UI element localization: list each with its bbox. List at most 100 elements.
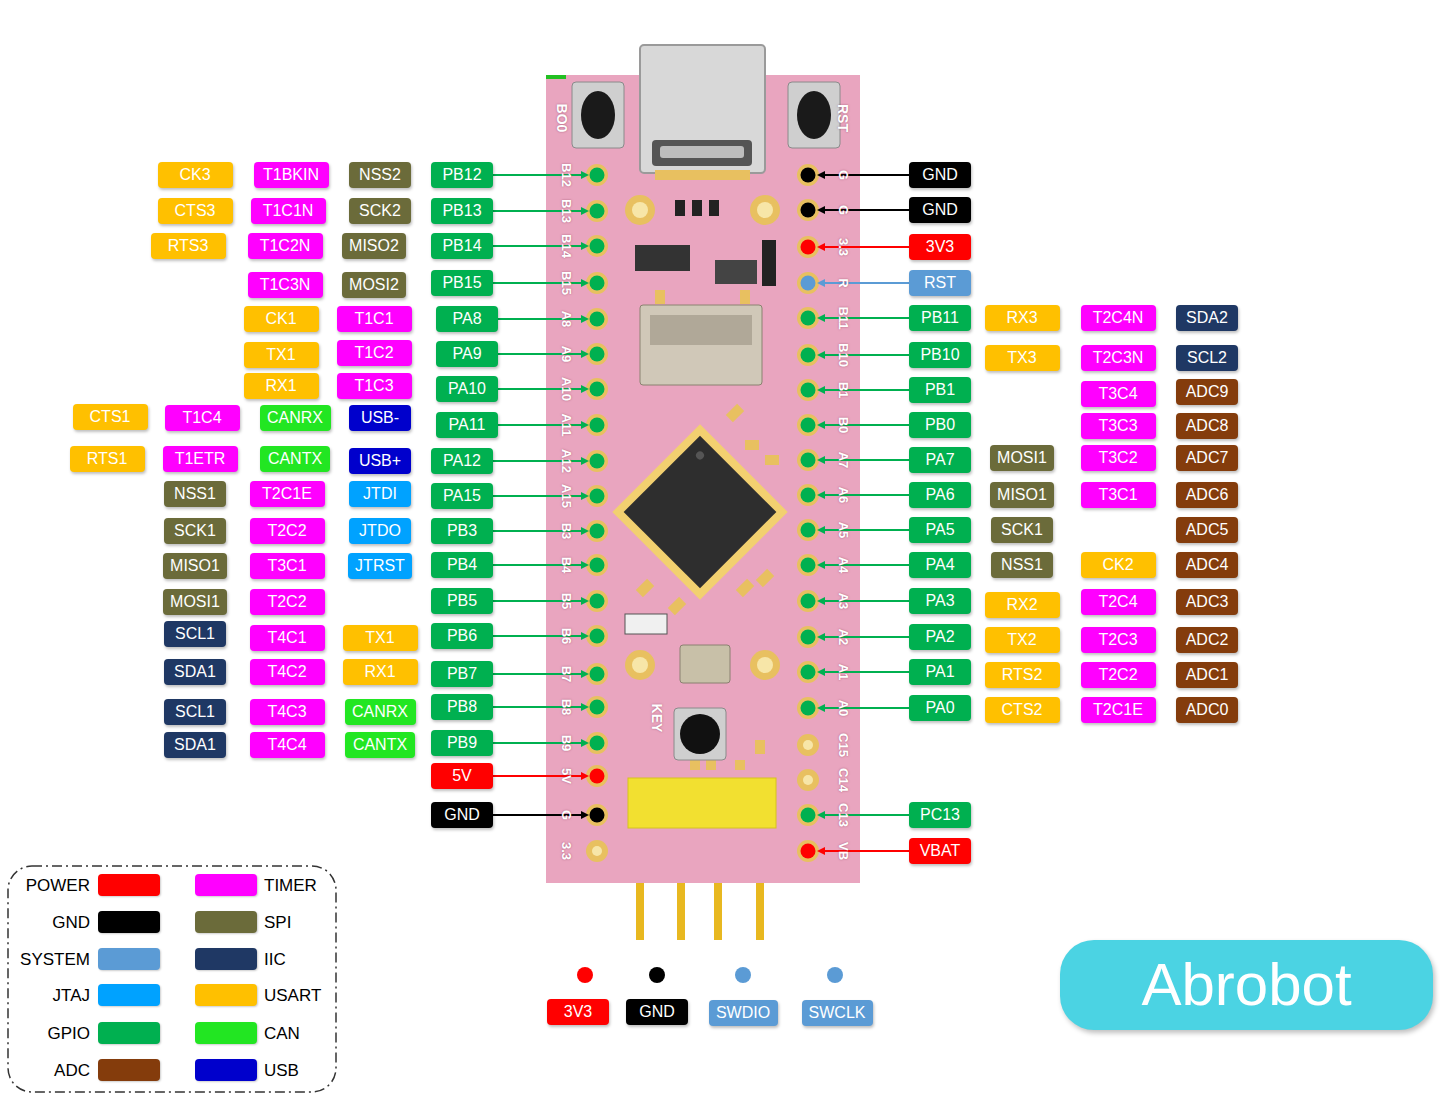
- pin-pad: [797, 379, 819, 401]
- pin-pad: [797, 484, 819, 506]
- function-tag: T2C3: [1081, 627, 1156, 653]
- function-tag: SCL1: [164, 699, 226, 725]
- mcu-chip: [612, 424, 787, 599]
- pin-label: T1C1N: [263, 203, 314, 219]
- pin-label: SWCLK: [809, 1005, 866, 1021]
- pin-label: NSS2: [359, 167, 401, 183]
- pin-label: PB7: [447, 666, 477, 682]
- silkscreen-label: A4: [837, 557, 850, 574]
- pin-dot: [590, 594, 605, 609]
- legend-text: IIC: [264, 951, 286, 968]
- function-tag: ADC8: [1176, 413, 1238, 439]
- pin-label: JTRST: [355, 558, 405, 574]
- pin-pad: [586, 804, 608, 826]
- legend-text: SYSTEM: [20, 951, 90, 968]
- silkscreen-label: C13: [837, 803, 850, 827]
- pin-name-box: PB3: [431, 518, 493, 544]
- pin-label: CTS2: [1002, 702, 1043, 718]
- pin-label: CK1: [265, 311, 296, 327]
- pin-label: TX1: [266, 347, 295, 363]
- function-tag: T1C3N: [248, 272, 323, 298]
- pin-label: MISO1: [170, 558, 220, 574]
- pin-dot: [590, 769, 605, 784]
- pin-pad: [797, 519, 819, 541]
- leader-line: [819, 389, 912, 391]
- pin-label: PA7: [925, 452, 954, 468]
- pin-name-box: PA11: [436, 412, 498, 438]
- silkscreen-label: A0: [837, 700, 850, 717]
- pin-label: CTS3: [175, 203, 216, 219]
- leader-line: [492, 530, 587, 532]
- pin-label: ADC0: [1186, 702, 1229, 718]
- pin-dot: [801, 348, 816, 363]
- function-tag: RTS3: [151, 233, 226, 259]
- function-tag: ADC9: [1176, 379, 1238, 405]
- function-tag: T3C4: [1081, 381, 1156, 407]
- function-tag: SDA1: [164, 732, 226, 758]
- function-tag: CANTX: [345, 732, 415, 758]
- leader-line: [819, 282, 912, 284]
- function-tag: ADC1: [1176, 662, 1238, 688]
- pin-dot: [590, 454, 605, 469]
- pin-pad: [586, 732, 608, 754]
- pin-label: NSS1: [1001, 557, 1043, 573]
- function-tag: RX1: [244, 373, 319, 399]
- function-tag: ADC5: [1176, 517, 1238, 543]
- legend-swatch: [98, 1022, 160, 1044]
- pin-name-box: PB5: [431, 588, 493, 614]
- function-tag: SCK1: [991, 517, 1053, 543]
- leader-line: [492, 635, 587, 637]
- legend-swatch: [98, 984, 160, 1006]
- pin-label: ADC3: [1186, 594, 1229, 610]
- function-tag: GND: [431, 802, 493, 828]
- pin-label: 5V: [452, 768, 472, 784]
- pin-label: PB3: [447, 523, 477, 539]
- function-tag: RTS2: [985, 662, 1060, 688]
- pin-dot: [590, 204, 605, 219]
- pin-dot: [590, 418, 605, 433]
- pin-label: MOSI1: [997, 450, 1047, 466]
- pin-label: T4C4: [267, 737, 306, 753]
- legend-swatch: [98, 1059, 160, 1081]
- function-tag: CTS3: [158, 198, 233, 224]
- pin-dot: [801, 523, 816, 538]
- pin-label: CANRX: [267, 410, 323, 426]
- pin-pad: [797, 344, 819, 366]
- pin-dot: [590, 808, 605, 823]
- function-tag: SCL1: [164, 621, 226, 647]
- leader-line: [819, 707, 912, 709]
- boot-button: [572, 82, 624, 148]
- pin-name-box: PB14: [431, 233, 493, 259]
- function-tag: T2C2: [1081, 662, 1156, 688]
- silkscreen-label: KEY: [650, 704, 664, 733]
- pin-name-box: PB8: [431, 694, 493, 720]
- pin-label: RX1: [265, 378, 296, 394]
- function-tag: JTDO: [349, 518, 411, 544]
- pin-label: SDA1: [174, 737, 216, 753]
- pin-pad: [586, 343, 608, 365]
- user-button: [674, 708, 726, 760]
- pin-pad: [797, 734, 819, 756]
- pin-label: CK3: [179, 167, 210, 183]
- function-tag: CK2: [1081, 552, 1156, 578]
- pin-dot: [590, 667, 605, 682]
- pin-label: T2C4N: [1093, 310, 1144, 326]
- function-tag: 5V: [431, 763, 493, 789]
- pin-dot: [801, 453, 816, 468]
- pin-pad: [586, 625, 608, 647]
- pin-label: T1C2: [354, 345, 393, 361]
- function-tag: T1C3: [337, 373, 412, 399]
- pin-label: PB14: [442, 238, 481, 254]
- legend-swatch: [195, 1059, 257, 1081]
- pin-label: T3C3: [1098, 418, 1137, 434]
- pin-name-box: PA9: [436, 341, 498, 367]
- pin-name-box: PA10: [436, 376, 498, 402]
- legend-text: ADC: [54, 1062, 90, 1079]
- pin-dot: [590, 239, 605, 254]
- function-tag: VBAT: [909, 838, 971, 864]
- function-tag: ADC2: [1176, 627, 1238, 653]
- pin-label: T3C1: [267, 558, 306, 574]
- silkscreen-label: G: [837, 170, 850, 180]
- silkscreen-label: A1: [837, 664, 850, 681]
- function-tag: T1C1: [337, 306, 412, 332]
